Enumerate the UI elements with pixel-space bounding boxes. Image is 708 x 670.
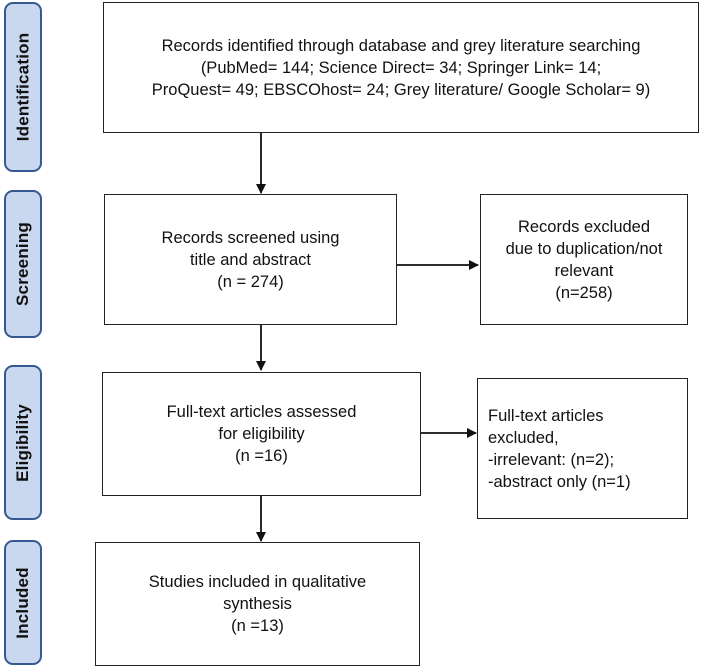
- eligibility-line-2: for eligibility: [218, 425, 305, 443]
- screened-line-2: title and abstract: [189, 250, 312, 269]
- identified-line-2: (PubMed= 144; Science Direct= 34; Spring…: [200, 58, 602, 77]
- included-line-2: synthesis: [223, 595, 292, 613]
- excluded-screening-line-1: Records excluded: [517, 217, 651, 236]
- excluded-fulltext-line-2: excluded,: [488, 428, 559, 447]
- excluded-screening-line-3: relevant: [554, 261, 614, 280]
- stage-screening: Screening: [4, 190, 42, 338]
- stage-screening-label: Screening: [13, 222, 32, 306]
- box-records-excluded: Records excluded due to duplication/not …: [480, 194, 688, 325]
- included-line-3: (n =13): [231, 617, 284, 635]
- stage-included-label: Included: [13, 566, 32, 639]
- box-fulltext-assessed: Full-text articles assessed for eligibil…: [102, 372, 421, 496]
- excluded-fulltext-line-3: -irrelevant: (n=2);: [488, 450, 615, 469]
- stage-eligibility: Eligibility: [4, 365, 42, 520]
- eligibility-line-1: Full-text articles assessed: [166, 403, 357, 421]
- identified-line-3: ProQuest= 49; EBSCOhost= 24; Grey litera…: [151, 80, 651, 99]
- stage-eligibility-label: Eligibility: [13, 403, 33, 482]
- excluded-screening-line-2: due to duplication/not: [505, 239, 663, 258]
- excluded-fulltext-line-1: Full-text articles: [488, 406, 604, 425]
- eligibility-line-3: (n =16): [235, 447, 288, 465]
- screened-line-3: (n = 274): [217, 272, 284, 291]
- stage-identification: Identification: [4, 2, 42, 172]
- included-line-1: Studies included in qualitative: [148, 573, 367, 591]
- stage-identification-label: Identification: [13, 32, 33, 142]
- box-records-identified: Records identified through database and …: [103, 2, 699, 133]
- excluded-fulltext-line-4: -abstract only (n=1): [488, 472, 631, 491]
- box-fulltext-excluded: Full-text articles excluded, -irrelevant…: [477, 378, 688, 519]
- screened-line-1: Records screened using: [161, 228, 340, 247]
- stage-included: Included: [4, 540, 42, 665]
- excluded-screening-line-4: (n=258): [555, 283, 613, 302]
- box-studies-included: Studies included in qualitative synthesi…: [95, 542, 420, 666]
- box-records-screened: Records screened using title and abstrac…: [104, 194, 397, 325]
- identified-line-1: Records identified through database and …: [161, 36, 641, 55]
